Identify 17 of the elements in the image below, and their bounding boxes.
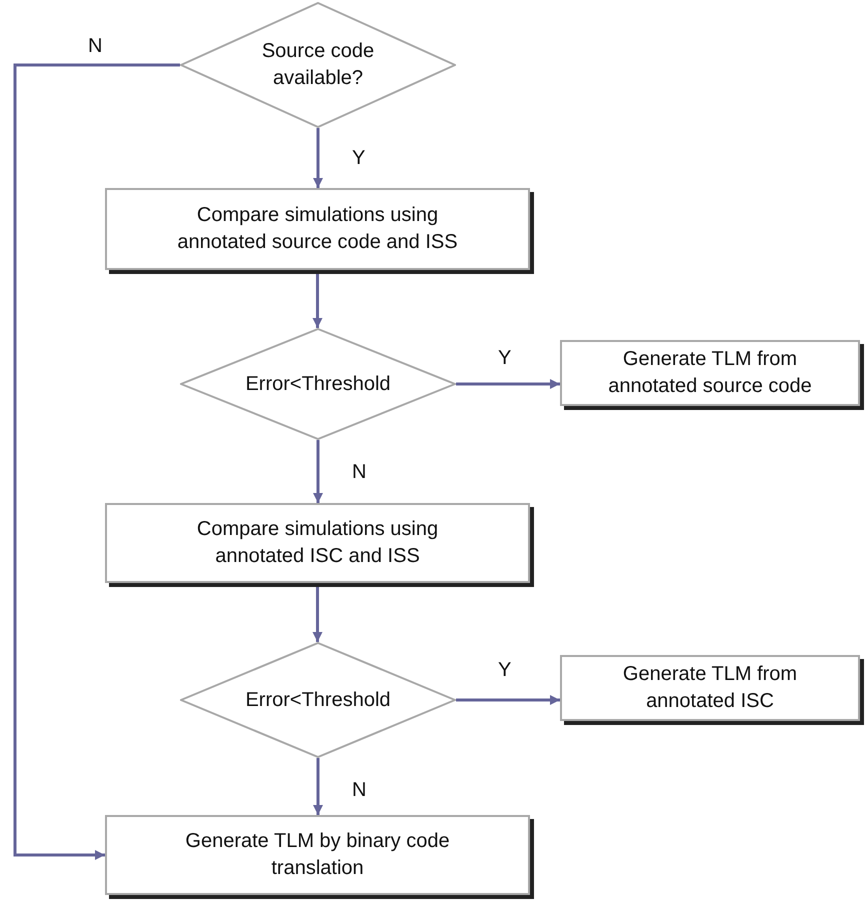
arrow [313,440,323,503]
decision-diamond [180,642,456,758]
decision-diamond [180,2,456,128]
arrow [456,695,560,705]
node-text: Compare simulations using annotated source code and ISS [176,203,459,255]
decision-diamond [180,328,456,440]
node-text: Generate TLM by binary code translation [184,829,451,881]
node-text: Error<Threshold [244,372,392,396]
arrow [14,64,180,860]
arrow [313,128,323,188]
node-text: Generate TLM from annotated ISC [622,662,798,714]
node-text: Generate TLM from annotated source code [607,347,813,399]
arrow [456,379,560,389]
arrow [313,758,323,815]
node-text: Error<Threshold [244,688,392,712]
node-text: Source code available? [260,39,376,91]
node-text: Compare simulations using annotated ISC and ISS [196,517,440,569]
